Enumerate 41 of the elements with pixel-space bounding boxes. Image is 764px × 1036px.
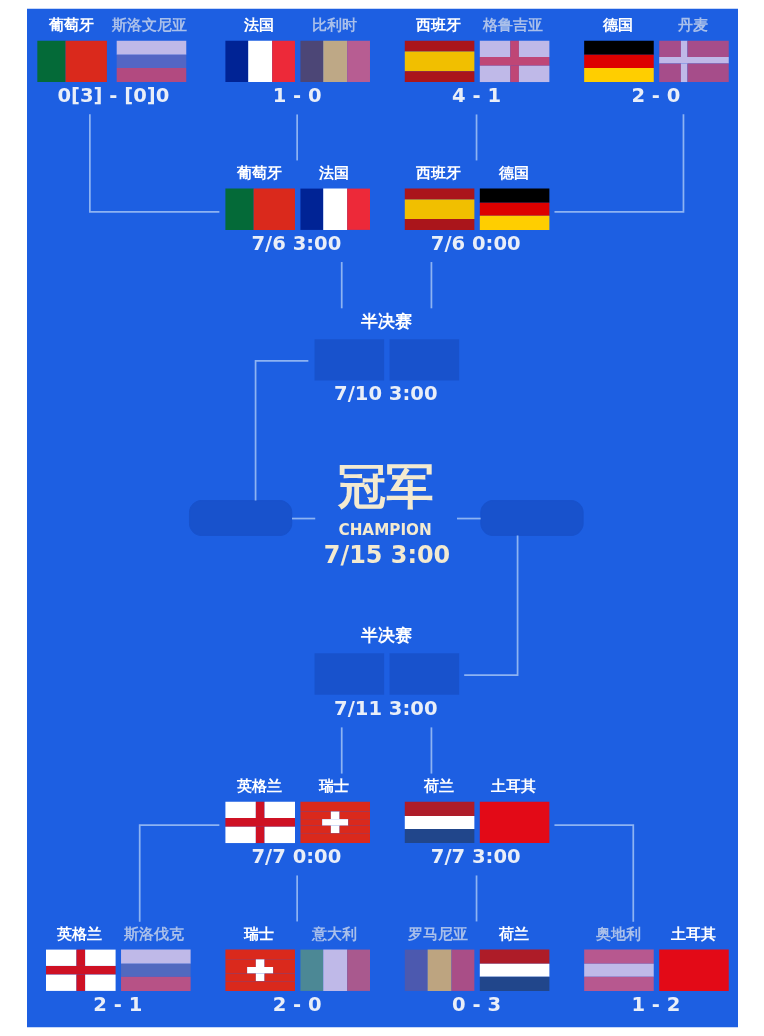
node-label: 2 - 0 — [630, 84, 680, 108]
node-label: 意大利 — [311, 924, 357, 943]
node-label: 奥地利 — [595, 924, 641, 943]
node-label: 瑞士 — [243, 924, 274, 943]
node-label: 土耳其 — [670, 924, 716, 943]
node-label: 瑞士 — [318, 777, 349, 796]
node-label: 罗马尼亚 — [407, 924, 468, 943]
node-label: 斯洛伐克 — [123, 924, 184, 943]
node-label: 7/6 3:00 — [251, 231, 341, 255]
node-label: 德国 — [498, 163, 529, 182]
node-label: 比利时 — [311, 16, 357, 35]
node-label: 英格兰 — [56, 924, 102, 943]
node-label: 西班牙 — [415, 163, 461, 182]
node-label: 德国 — [602, 16, 633, 35]
node-label: 0[3] - [0]0 — [56, 84, 169, 108]
node-label: 7/7 0:00 — [251, 845, 341, 869]
node-label: 英格兰 — [236, 777, 282, 796]
node-label: 土耳其 — [490, 777, 536, 796]
node-label: 丹麦 — [677, 16, 708, 35]
node-label: 4 - 1 — [451, 84, 501, 108]
node-label: 荷兰 — [423, 777, 454, 796]
node-label: 格鲁吉亚 — [482, 16, 543, 35]
node-label: 法国 — [318, 163, 349, 182]
node-label: 半决赛 — [360, 625, 412, 646]
node-label: 2 - 1 — [92, 992, 142, 1016]
node-label: 1 - 0 — [272, 84, 322, 108]
node-label: 荷兰 — [498, 924, 529, 943]
node-label: 法国 — [243, 16, 274, 35]
node-label: 西班牙 — [415, 16, 461, 35]
node-label: 7/6 0:00 — [430, 231, 521, 255]
node-label: 葡萄牙 — [236, 163, 282, 182]
node-text: 冠军 CHAMPION 7/15 3:00 — [323, 459, 450, 570]
node-label: 7/10 3:00 — [333, 382, 437, 406]
node-label: 葡萄牙 — [48, 16, 94, 35]
node-label: 半决赛 — [360, 310, 412, 331]
node-label: 7/11 3:00 — [333, 696, 437, 720]
node-label: 斯洛文尼亚 — [111, 16, 187, 35]
node-label: 0 - 3 — [451, 992, 501, 1016]
node-label: 2 - 0 — [272, 992, 322, 1016]
node-label: 7/7 3:00 — [430, 845, 521, 869]
node-label: 1 - 2 — [630, 992, 680, 1016]
